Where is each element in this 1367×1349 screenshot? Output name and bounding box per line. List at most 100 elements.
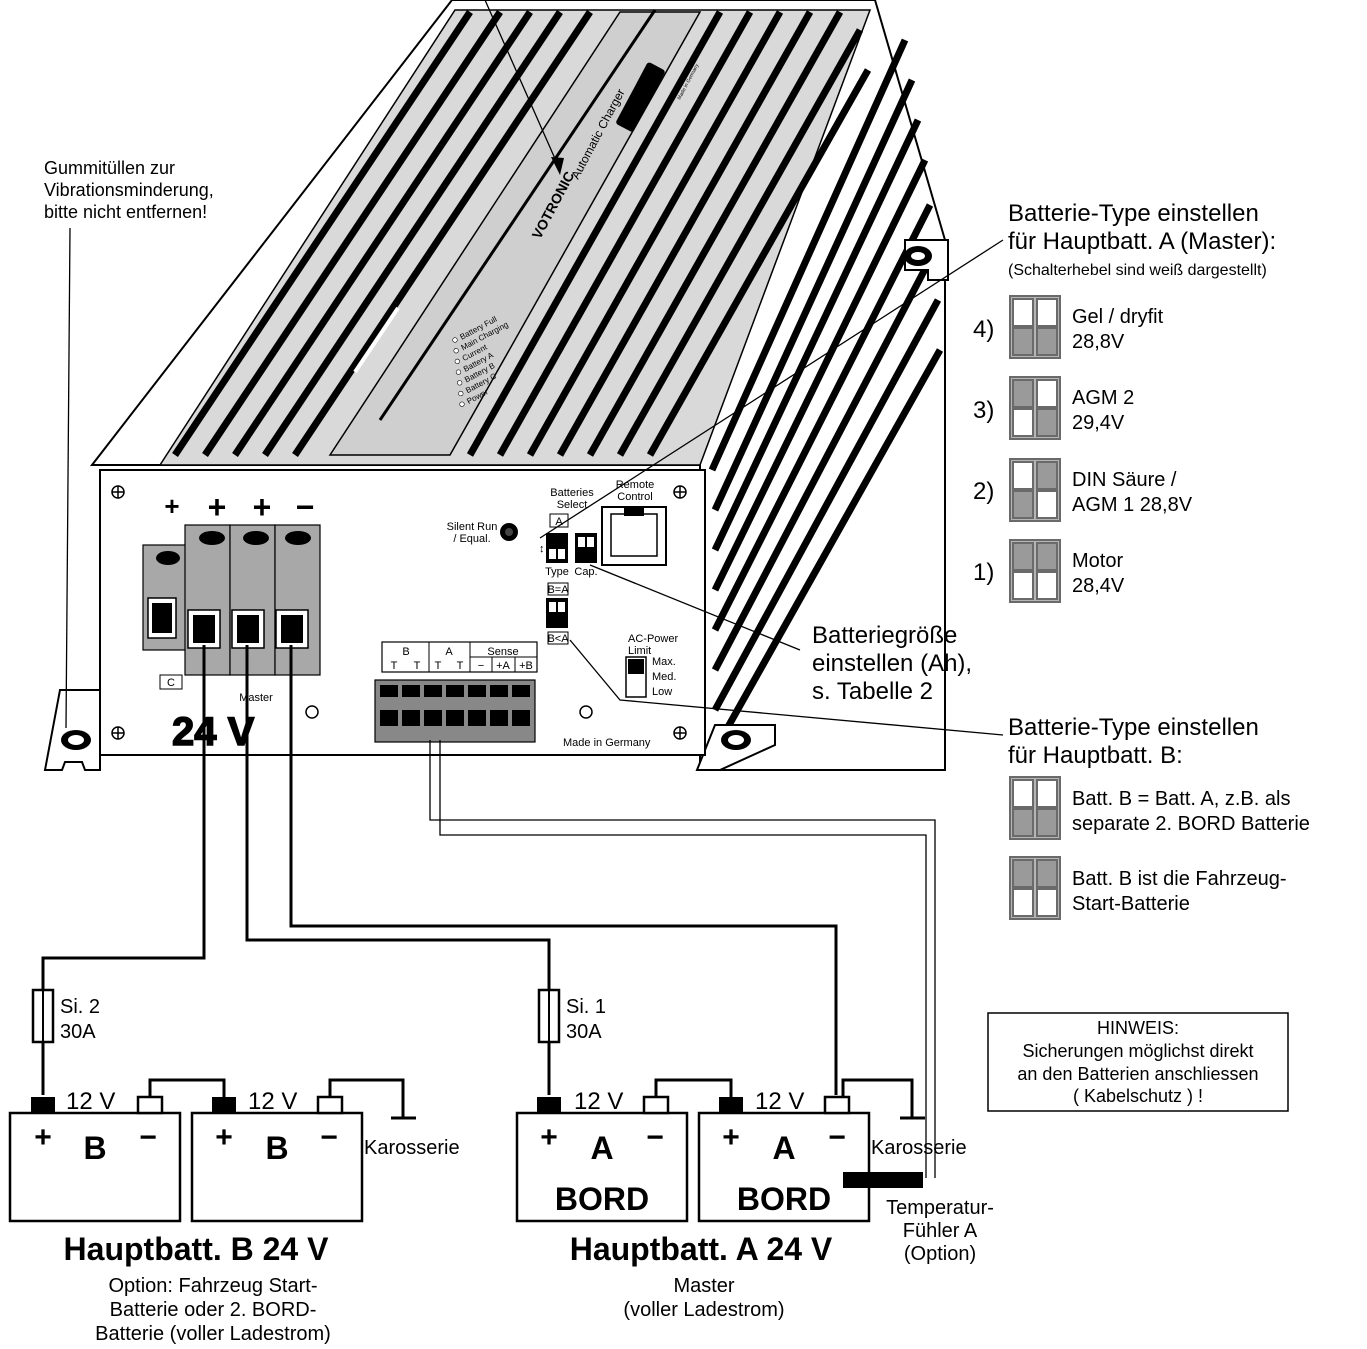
option-text: Motor [1072,550,1123,572]
silent-run-button[interactable]: Silent Run / Equal. [447,521,518,545]
type-b-legend: Batterie-Type einstellen für Hauptbatt. … [1008,714,1310,920]
switch-label-b-lt-a: B<A [547,633,569,645]
plus-sign: + [722,1121,740,1154]
pointer-line-cap [589,564,801,651]
hinweis-text: HINWEIS: [1097,1018,1179,1038]
batteries-select: Batteries Select A ↕ Type Cap. B=A B<A [539,487,598,645]
temp-sensor-text: Fühler A [903,1220,978,1242]
bank-b-title: Hauptbatt. B 24 V [64,1231,330,1267]
temp-sensor-label: Temperatur- Fühler A (Option) [886,1197,994,1265]
ac-power-label: AC-Power [628,633,678,645]
battery-b2: 12 V + − B [190,1088,364,1223]
bank-a-title: Hauptbatt. A 24 V [570,1231,833,1267]
sense-header: B [402,646,409,658]
fuse-si1: Si. 1 30A [537,988,606,1044]
battery-size-text: s. Tabelle 2 [812,678,933,705]
batteries-select-label: Batteries [550,487,594,499]
ac-level-label: Max. [652,656,676,668]
option-text: 29,4V [1072,412,1125,434]
battery-size-text: einstellen (Ah), [812,650,972,677]
plus-sign: + [540,1121,558,1154]
ac-level-label: Low [652,686,672,698]
battery-a1: 12 V + − A BORD [515,1088,689,1223]
type-a-title: für Hauptbatt. A (Master): [1008,228,1276,255]
dip-pattern-gel [1009,295,1061,359]
panel-screws [111,485,687,740]
bank-b-desc: Batterie (voller Ladestrom) [95,1323,331,1345]
pointer-line-label [484,0,561,171]
bank-a-desc: (voller Ladestrom) [623,1299,784,1321]
battery-size-text: Batteriegröße [812,622,957,649]
minus-sign: − [646,1121,664,1154]
terminal-sign: − [296,489,315,525]
pointer-line-type-b [569,639,1004,736]
sense-sub: +B [519,660,533,672]
sense-sub: T [391,660,398,672]
minus-sign: − [139,1121,157,1154]
battery-voltage: 12 V [574,1088,623,1115]
option-number: 1) [973,559,994,586]
bank-b-label: Hauptbatt. B 24 V Option: Fahrzeug Start… [64,1231,331,1345]
silent-run-label: Silent Run [447,521,498,533]
plus-sign: + [34,1121,52,1154]
dip-pattern-b-eq-a [1009,776,1061,840]
sense-header: Sense [487,646,518,658]
battery-letter: B [265,1130,288,1166]
bank-b-desc: Batterie oder 2. BORD- [110,1299,317,1321]
battery-a2: 12 V + − A BORD [697,1088,871,1223]
hinweis-text: ( Kabelschutz ) ! [1073,1086,1203,1106]
grommets-text: Vibrationsminderung, [44,180,214,200]
remote-control-label: Control [617,491,652,503]
option-text: Start-Batterie [1072,893,1190,915]
pointer-line-type-a [539,239,1004,539]
battery-voltage: 12 V [66,1088,115,1115]
switch-label-cap: Cap. [574,566,597,578]
terminal-sign: + [208,489,227,525]
sense-terminal-block: B A Sense T T T T − +A +B [374,641,538,743]
voltage-label: 24 V [172,710,255,754]
sense-sub: T [414,660,421,672]
type-a-legend: Batterie-Type einstellen für Hauptbatt. … [973,200,1276,603]
remote-control-label: Remote [616,479,655,491]
option-text: 28,8V [1072,331,1125,353]
option-text: AGM 1 28,8V [1072,494,1193,516]
ac-level-label: Med. [652,671,676,683]
fuse-si2: Si. 2 30A [31,988,100,1044]
temperature-sensor [843,1172,923,1188]
dip-pattern-din [1009,458,1061,522]
battery-voltage: 12 V [755,1088,804,1115]
grommets-text: Gummitüllen zur [44,158,175,178]
ac-power-label: Limit [628,645,651,657]
bank-a-label: Hauptbatt. A 24 V Master (voller Ladestr… [570,1231,833,1321]
silent-run-label: / Equal. [453,533,490,545]
wires [41,645,936,1178]
terminal-sign: + [253,489,272,525]
ac-power-limit: AC-Power Limit Max. Med. Low [625,633,678,698]
chassis-label: Karosserie [364,1137,460,1159]
battery-b1: 12 V + − B [8,1088,182,1223]
batteries-select-label: Select [557,499,588,511]
minus-sign: − [828,1121,846,1154]
cooling-fins [172,10,944,752]
hinweis-note: HINWEIS: Sicherungen möglichst direkt an… [987,1012,1289,1112]
battery-bord: BORD [555,1181,649,1217]
rubber-grommets-note: Gummitüllen zur Vibrationsminderung, bit… [44,158,214,729]
option-number: 3) [973,397,994,424]
type-b-title: für Hauptbatt. B: [1008,742,1183,769]
option-text: Batt. B = Batt. A, z.B. als [1072,788,1290,810]
sense-sub: T [435,660,442,672]
temp-sensor-text: Temperatur- [886,1197,994,1219]
option-text: Gel / dryfit [1072,306,1164,328]
grommets-text: bitte nicht entfernen! [44,202,207,222]
remote-control-port[interactable]: Remote Control [601,479,667,566]
type-b-title: Batterie-Type einstellen [1008,714,1259,741]
type-a-note: (Schalterhebel sind weiß dargestellt) [1008,262,1267,279]
made-in-germany: Made in Germany [563,737,651,749]
battery-letter: A [590,1130,613,1166]
plus-sign: + [215,1121,233,1154]
terminal-sign: + [164,491,179,521]
switch-label-type: Type [545,566,569,578]
option-text: Batt. B ist die Fahrzeug- [1072,868,1287,890]
dip-pattern-motor [1009,539,1061,603]
